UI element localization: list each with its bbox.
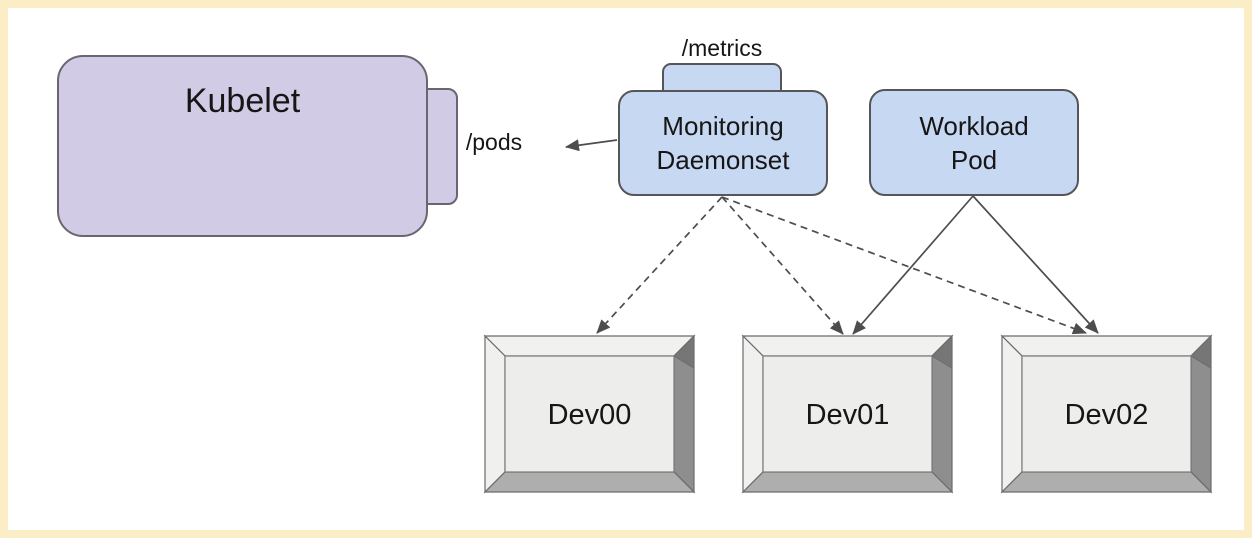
workload-pod-label-line1: Workload [919,110,1029,141]
workload-pod-label-line2: Pod [950,144,998,175]
device-face [504,355,675,473]
monitoring-daemonset-label-line2: Daemonset [656,145,790,175]
device-bevel-top [483,335,696,357]
device-bevel-bottom [483,471,696,493]
device-bevel-bottom [741,471,954,493]
edge-daemonset-dev02 [721,196,1087,335]
device-dev00-label: Dev00 [547,399,632,431]
device-dev01-label: Dev01 [805,399,890,431]
edge-workload-dev02 [972,195,1099,334]
device-corner-wedge [931,334,953,369]
device-bevel-top [741,335,954,357]
pods-endpoint-label: /pods [465,129,523,155]
device-dev02-label: Dev02 [1064,399,1149,431]
device-corner-wedge [1190,334,1212,369]
device-box-dev02 [1000,334,1213,494]
monitoring-daemonset-label-line1: Monitoring [662,111,784,141]
device-box-dev00 [483,334,696,494]
kubelet-node: Kubelet [57,55,428,237]
device-face [762,355,933,473]
device-face [1021,355,1192,473]
device-bevel-top [1000,335,1213,357]
edge-workload-dev01 [852,195,974,335]
edge-daemonset-kubelet-pods [565,139,618,152]
edge-daemonset-dev00 [596,196,723,334]
edge-daemonset-dev01 [721,196,844,335]
device-box-dev01 [741,334,954,494]
device-bevel-bottom [1000,471,1213,493]
workload-pod-node: Workload Pod [869,89,1079,196]
kubelet-label: Kubelet [184,82,301,120]
monitoring-daemonset-node: Monitoring Daemonset [618,90,828,196]
metrics-endpoint-label: /metrics [681,35,763,61]
device-corner-wedge [673,334,695,369]
